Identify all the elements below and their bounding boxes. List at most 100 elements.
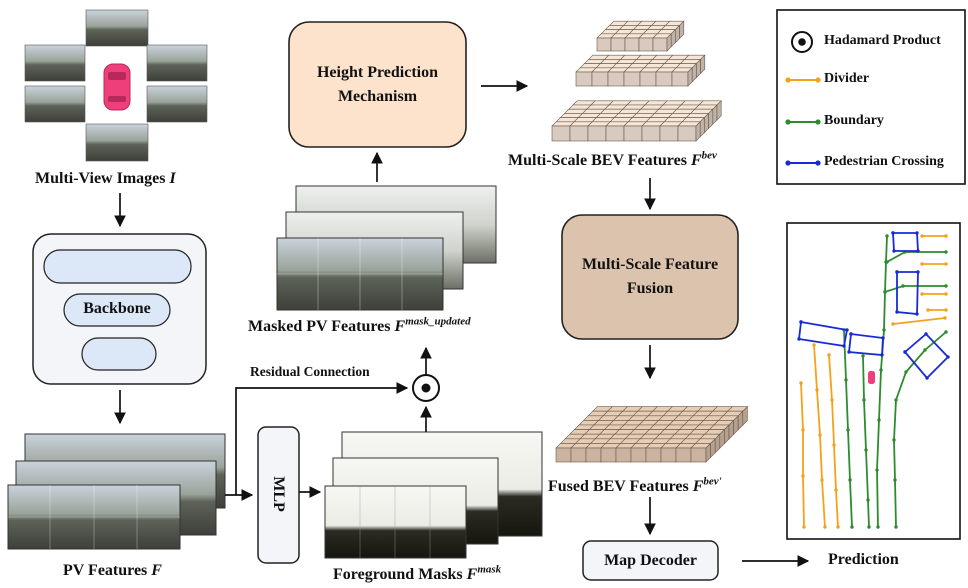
cube-front-face [607,71,625,87]
backbone-label: Backbone [83,300,151,317]
boundary-line [892,330,948,529]
camera-image-back-left [24,85,86,123]
divider-line [799,381,806,529]
flow-arrows [114,80,810,567]
legend-boundary-icon [785,119,821,125]
legend-hadamard-label: Hadamard Product [824,33,941,48]
camera-image-front [85,9,149,47]
fusion-box [561,214,739,340]
legend-boundary-label: Boundary [824,113,884,128]
fused-bev-label: Fused BEV Features Fbev' [548,475,722,495]
multi-scale-bev-pyramid [551,20,722,142]
arrow-residual-connection [235,382,409,495]
cube-front-face [639,71,657,87]
cube-front-face [569,125,589,142]
cube-side-face [700,54,706,75]
pedestrian-crossing [891,231,920,253]
camera-image-front-left [24,44,86,82]
divider-line [926,308,948,312]
cube-front-face [585,447,602,463]
cube-front-face [575,71,593,87]
camera-image-back-right [146,85,208,123]
cube-front-face [641,125,661,142]
mlp-box [257,426,300,564]
pedestrian-crossing [895,270,920,316]
cube-front-face [630,447,647,463]
boundary-line [883,284,948,294]
prediction-label: Prediction [828,551,899,568]
height-prediction-line1: Height Prediction [316,63,439,81]
pedestrian-crossing [847,332,885,357]
divider-line [827,353,840,529]
cube-side-face [679,20,685,40]
fused-bev-grid [555,405,749,463]
pv-feature-stack [7,433,226,550]
cube-front-face [615,447,632,463]
prediction-ego-car-icon [868,371,875,384]
cube-front-face [624,37,640,52]
divider-line [920,262,948,266]
multi-view-images-label: Multi-View Images I [35,170,176,187]
pv-features-label: PV Features F [63,562,162,579]
camera-image-back [85,123,149,162]
multi-scale-bev-label: Multi-Scale BEV Features Fbev [508,149,717,169]
divider-line [920,292,948,296]
height-prediction-box [288,21,467,148]
backbone-block [32,233,207,385]
cube-front-face [645,447,662,463]
cube-front-face [675,447,692,463]
divider-line [891,316,947,326]
height-prediction-line2: Mechanism [337,87,418,105]
multi-view-images [24,9,208,162]
backbone-layer-bottom [81,337,157,371]
cube-front-face [610,37,626,52]
ego-car-icon [103,63,131,111]
cube-front-face [690,447,707,463]
cube-front-face [655,71,673,87]
cube-front-face [591,71,609,87]
hadamard-product-node [412,374,440,402]
foreground-masks-label: Foreground Masks Fmask [333,563,502,583]
backbone-layer-top [43,249,192,284]
mlp-label: MLP [270,476,287,512]
cube-front-face [652,37,668,52]
prediction-map [786,222,961,540]
cube-front-face [659,125,679,142]
divider-line [920,234,948,238]
cube-front-face [677,125,697,142]
cube-side-face [742,405,748,426]
legend-box [776,9,966,185]
pedestrian-crossing [797,320,849,348]
cube-front-face [596,37,612,52]
masked-pv-features-label: Masked PV Features Fmask_updated [248,315,471,335]
legend-divider-icon [785,77,821,83]
map-decoder-text: Map Decoder [604,551,697,569]
legend-hadamard-icon [791,31,813,53]
divider-line [812,343,827,529]
cube-front-face [600,447,617,463]
cube-front-face [660,447,677,463]
fusion-line1: Multi-Scale Feature [581,256,719,273]
cube-front-face [623,71,641,87]
boundary-line [861,354,871,529]
boundary-line [885,250,948,264]
cube-front-face [570,447,587,463]
cube-front-face [638,37,654,52]
cube-front-face [587,125,607,142]
legend-divider-label: Divider [824,71,870,86]
cube-front-face [555,447,572,463]
cube-front-face [551,125,571,142]
cube-front-face [671,71,689,87]
residual-connection-label: Residual Connection [250,364,370,379]
fusion-line2: Fusion [626,280,674,297]
cube-front-face [623,125,643,142]
legend-pedestrian-icon [785,160,821,166]
foreground-mask-stack [324,431,543,559]
camera-image-front-right [146,44,208,82]
legend-pedestrian-label: Pedestrian Crossing [824,154,944,169]
masked-pv-feature-stack [276,185,497,311]
cube-front-face [605,125,625,142]
